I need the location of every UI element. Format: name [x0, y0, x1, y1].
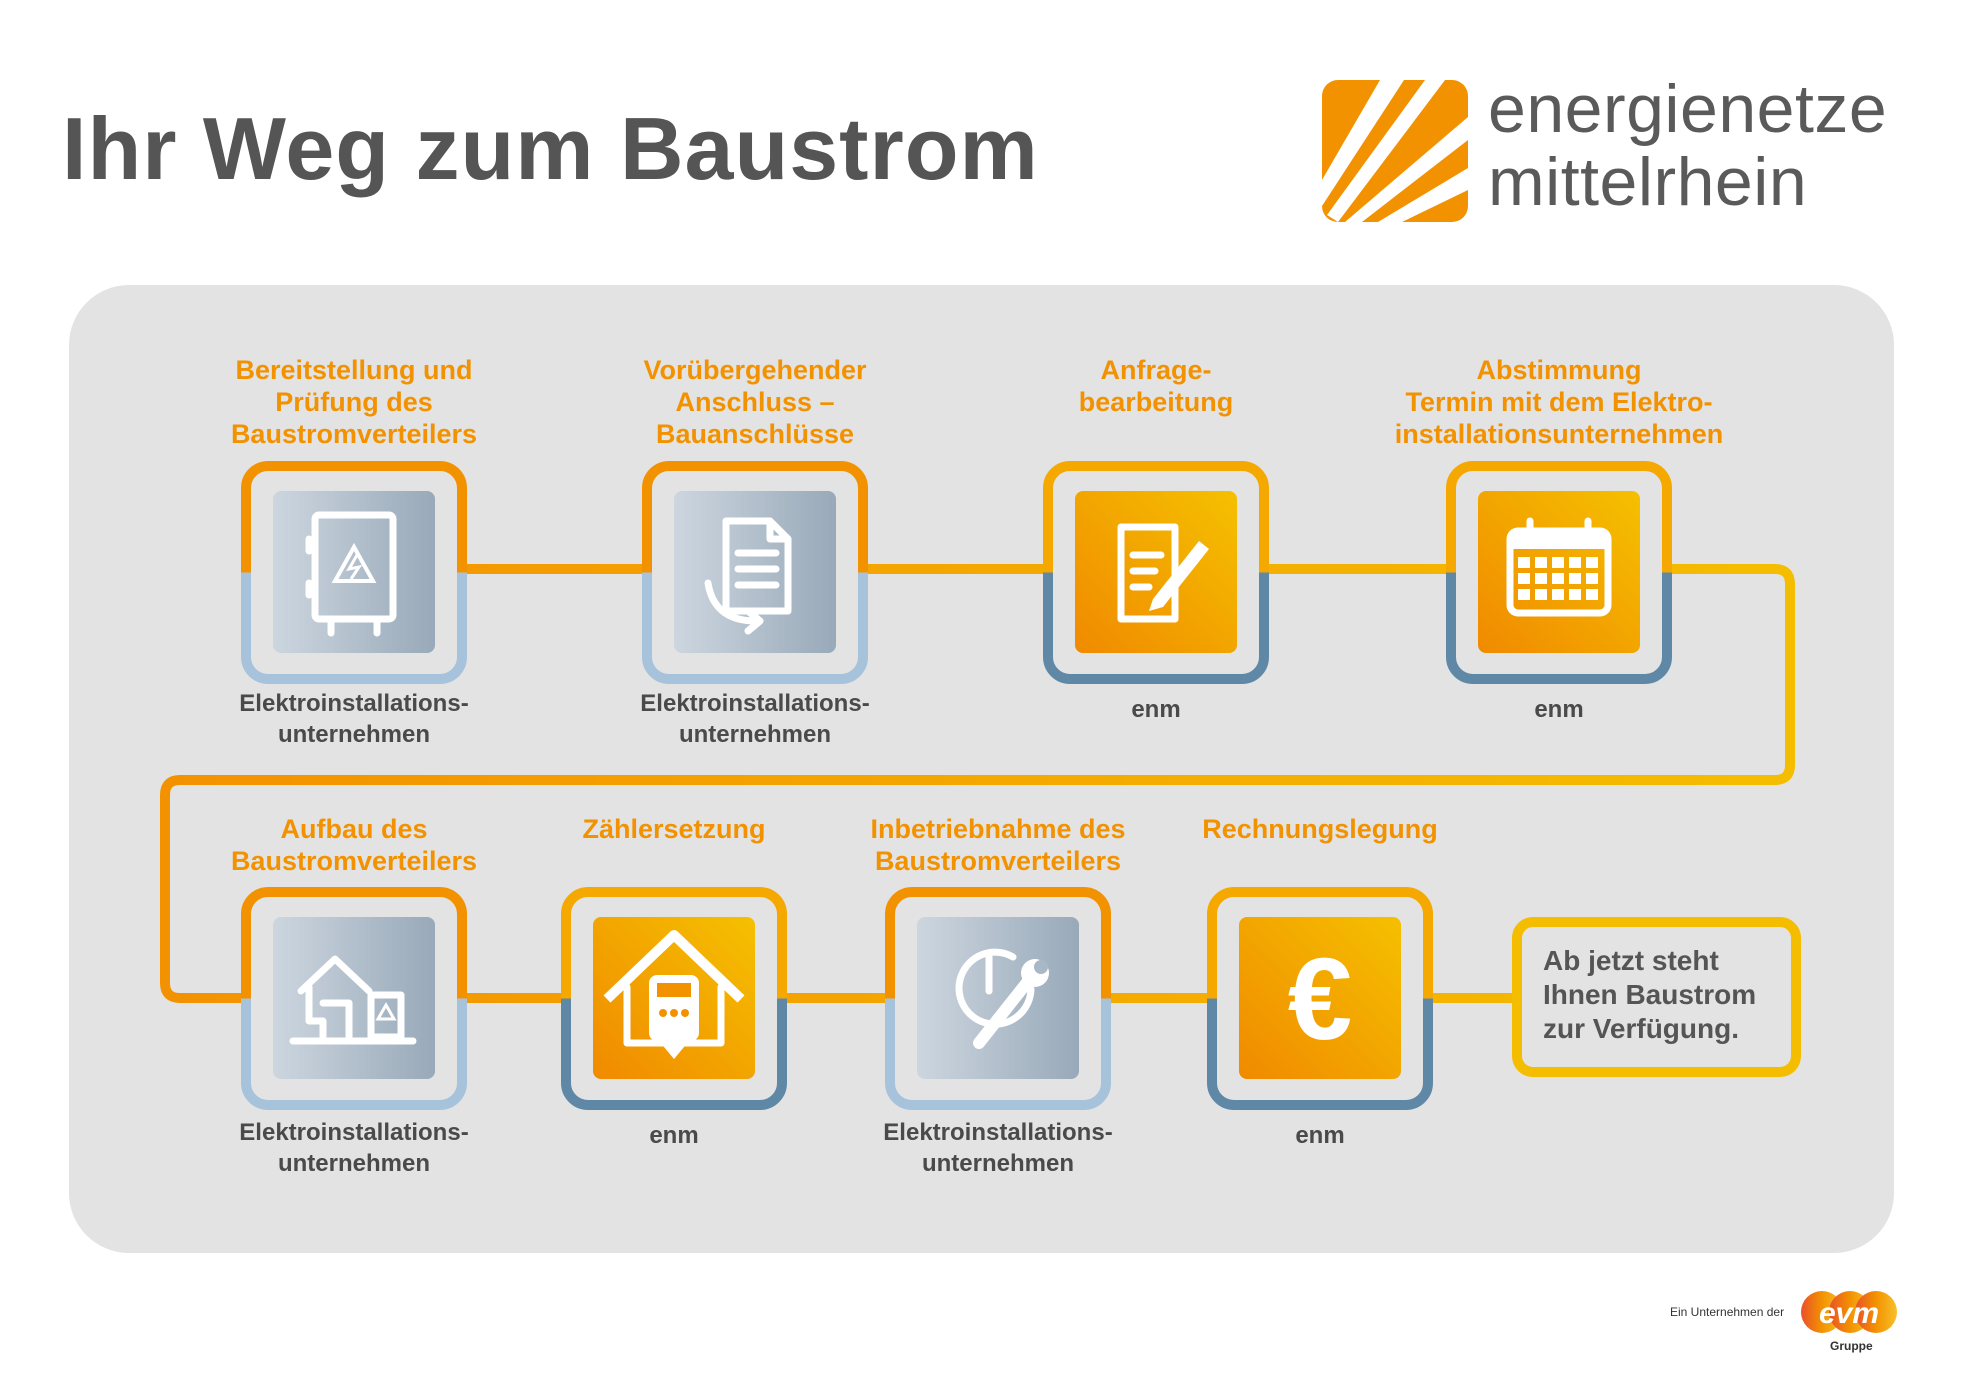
notepad-pencil-icon [1117, 523, 1209, 623]
calendar-icon [1506, 517, 1612, 617]
step-7-tile [885, 887, 1111, 1110]
footer-suffix: Gruppe [1830, 1339, 1873, 1353]
step-1-actor: Elektroinstallations-unternehmen [239, 690, 469, 748]
euro-icon: € [1288, 934, 1353, 1064]
step-6-tile [561, 887, 787, 1110]
brand-name-line2: mittelrhein [1488, 144, 1808, 220]
step-5-tile [241, 887, 467, 1110]
step-8-tile: € [1207, 887, 1433, 1110]
house-cabinet-icon [289, 955, 417, 1045]
step-4-actor: enm [1534, 696, 1584, 723]
step-6-title: Zählersetzung [582, 814, 766, 844]
step-1-tile [241, 461, 467, 684]
power-wrench-icon [955, 948, 1049, 1049]
house-meter-icon [603, 930, 745, 1059]
step-3-tile [1043, 461, 1269, 684]
process-path [160, 564, 1795, 1003]
brand-logo-mark [1322, 80, 1468, 222]
page-title: Ihr Weg zum Baustrom [62, 99, 1039, 198]
step-2-actor: Elektroinstallations-unternehmen [640, 690, 870, 748]
step-4-tile [1446, 461, 1672, 684]
svg-text:€: € [1288, 934, 1353, 1064]
step-2-tile [642, 461, 868, 684]
distribution-cabinet-icon [305, 511, 397, 637]
step-3-title: Anfrage-bearbeitung [1078, 355, 1234, 417]
document-arrow-icon [704, 517, 792, 635]
svg-text:evm: evm [1819, 1297, 1879, 1330]
evm-logo: evm [1801, 1291, 1897, 1333]
step-7-actor: Elektroinstallations-unternehmen [883, 1119, 1113, 1177]
step-8-actor: enm [1295, 1122, 1345, 1149]
step-3-actor: enm [1131, 696, 1181, 723]
step-5-actor: Elektroinstallations-unternehmen [239, 1119, 469, 1177]
final-box [1512, 917, 1801, 1077]
brand-name-line1: energienetze [1488, 71, 1888, 147]
process-panel [69, 285, 1894, 1253]
footer-prefix: Ein Unternehmen der [1670, 1305, 1785, 1319]
step-6-actor: enm [649, 1122, 699, 1149]
step-8-title: Rechnungslegung [1202, 814, 1438, 844]
